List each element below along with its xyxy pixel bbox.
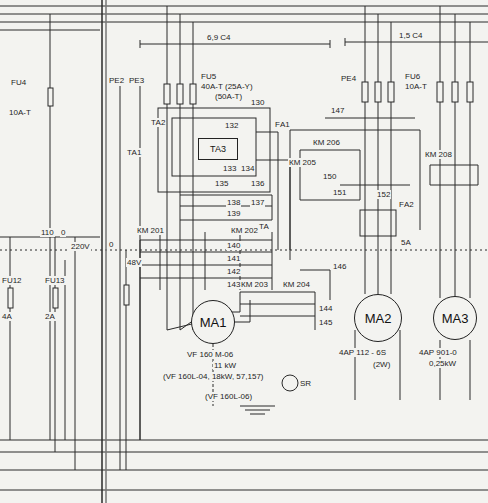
component-label: ТА1 [126,148,142,157]
component-label: 4АР 112 - 6S [338,348,387,357]
wire-number: 132 [224,121,239,130]
component-label: FА2 [398,200,415,209]
wire-number: 135 [214,179,229,188]
page-fold [102,0,106,503]
motor-name: МА2 [365,311,392,326]
component-label: 6,9 С4 [206,33,232,42]
component-label: 220V [70,242,91,251]
wire-number: 145 [318,318,333,327]
component-label: КМ 206 [312,138,341,147]
wire-number: 136 [250,179,265,188]
component-label: 5А [400,238,412,247]
wire-number: 139 [226,209,241,218]
wire-number: 141 [226,254,241,263]
contactor-block-ma1 [140,232,330,440]
component-label: КМ 203 [240,280,269,289]
component-label: FА1 [274,120,291,129]
motor-circle: МА3 [433,296,477,340]
component-label: 11 kW [213,361,237,370]
wire-number: 133 [222,164,237,173]
component-label: FU13 [44,276,66,285]
wire-number: 130 [250,98,265,107]
transformer-name: ТА3 [210,144,226,154]
component-label: КМ 208 [424,150,453,159]
motor-circle: МА1 [191,300,235,344]
motor-circle: МА2 [354,294,402,342]
component-label: 40А-Т (25А-Y) [200,82,254,91]
wire-number: 142 [226,267,241,276]
wire-number: 144 [318,304,333,313]
wire-number: 137 [250,198,265,207]
wire-number: 147 [330,106,345,115]
component-label: VF 160 M-06 [186,350,234,359]
component-label: РЕ3 [128,76,145,85]
component-label: 48V [126,258,142,267]
wire-number: 143 [226,280,241,289]
component-label: FU6 [404,72,421,81]
component-label: (VF 160L-06) [204,392,253,401]
current-transformer-block [158,104,290,330]
component-label: FU4 [10,78,27,87]
component-label: КМ 205 [288,158,317,167]
wire-number: 151 [332,188,347,197]
wire-number: 0 [60,228,66,237]
component-label: КМ 201 [136,226,165,235]
component-label: КМ 202 [230,226,259,235]
wire-number: 150 [322,172,337,181]
bus-lines [0,6,488,490]
component-label: 1,5 С4 [398,31,424,40]
component-label: FU5 [200,72,217,81]
transformer-box: ТА3 [198,138,238,160]
component-label: FU12 [1,276,23,285]
component-label: (VF 160L-04, 18kW, 57,157) [162,372,265,381]
component-label: 4АР 901-0 [418,348,458,357]
component-label: 10А-Т [8,108,32,117]
wire-number: 152 [376,190,391,199]
motor-name: МА3 [442,311,469,326]
component-label: 10А-Т [404,82,428,91]
component-label: (2W) [372,360,391,369]
wire-number: 146 [332,262,347,271]
component-label: 2А [44,312,56,321]
component-label: (50А-Т) [214,92,243,101]
wire-number: 134 [240,164,255,173]
wire-number: 140 [226,241,241,250]
fuse-symbols [8,6,473,470]
wire-number: 138 [226,198,241,207]
wire-number: 0 [108,240,114,249]
component-label: РЕ2 [108,76,125,85]
component-label: РЕ4 [340,74,357,83]
component-label: 0,25kW [428,359,457,368]
wire-number: 110 [40,228,55,237]
component-label: ТА [258,222,270,231]
component-label: ТА2 [150,118,166,127]
contactor-block-ma2 [290,102,420,400]
motor-name: МА1 [200,315,227,330]
component-label: SR [299,379,312,388]
component-label: КМ 204 [282,280,311,289]
component-label: 4А [1,312,13,321]
